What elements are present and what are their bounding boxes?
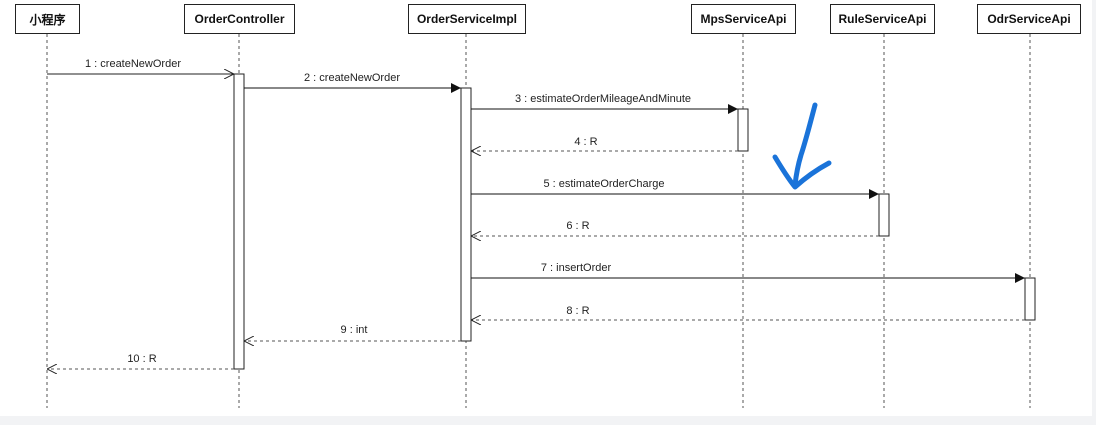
sequence-diagram-canvas: 小程序 OrderController OrderServiceImpl Mps… — [0, 0, 1092, 416]
message-3-label: 3 : estimateOrderMileageAndMinute — [515, 93, 691, 105]
message-7-label: 7 : insertOrder — [541, 262, 612, 274]
activation-order-controller — [233, 73, 245, 370]
message-5-label: 5 : estimateOrderCharge — [543, 178, 664, 190]
hand-drawn-check-arrow-icon — [772, 102, 832, 190]
message-9-label: 9 : int — [341, 324, 368, 336]
diagram-svg: 1 : createNewOrder 2 : createNewOrder 3 … — [46, 34, 1036, 408]
participant-odr-service-api[interactable]: OdrServiceApi — [977, 4, 1081, 34]
participant-mini-program[interactable]: 小程序 — [15, 4, 80, 34]
message-1-label: 1 : createNewOrder — [85, 58, 181, 70]
activation-odr-service-api — [1024, 277, 1036, 321]
activation-mps-service-api — [737, 108, 749, 152]
participant-mps-service-api[interactable]: MpsServiceApi — [691, 4, 796, 34]
activation-rule-service-api — [878, 193, 890, 237]
participant-rule-service-api[interactable]: RuleServiceApi — [830, 4, 935, 34]
message-8-label: 8 : R — [566, 305, 589, 317]
message-4-label: 4 : R — [574, 136, 597, 148]
activation-order-service-impl — [460, 87, 472, 342]
participant-order-controller[interactable]: OrderController — [184, 4, 295, 34]
participant-order-service-impl[interactable]: OrderServiceImpl — [408, 4, 526, 34]
message-10-label: 10 : R — [127, 353, 156, 365]
message-6-label: 6 : R — [566, 220, 589, 232]
message-2-label: 2 : createNewOrder — [304, 72, 400, 84]
